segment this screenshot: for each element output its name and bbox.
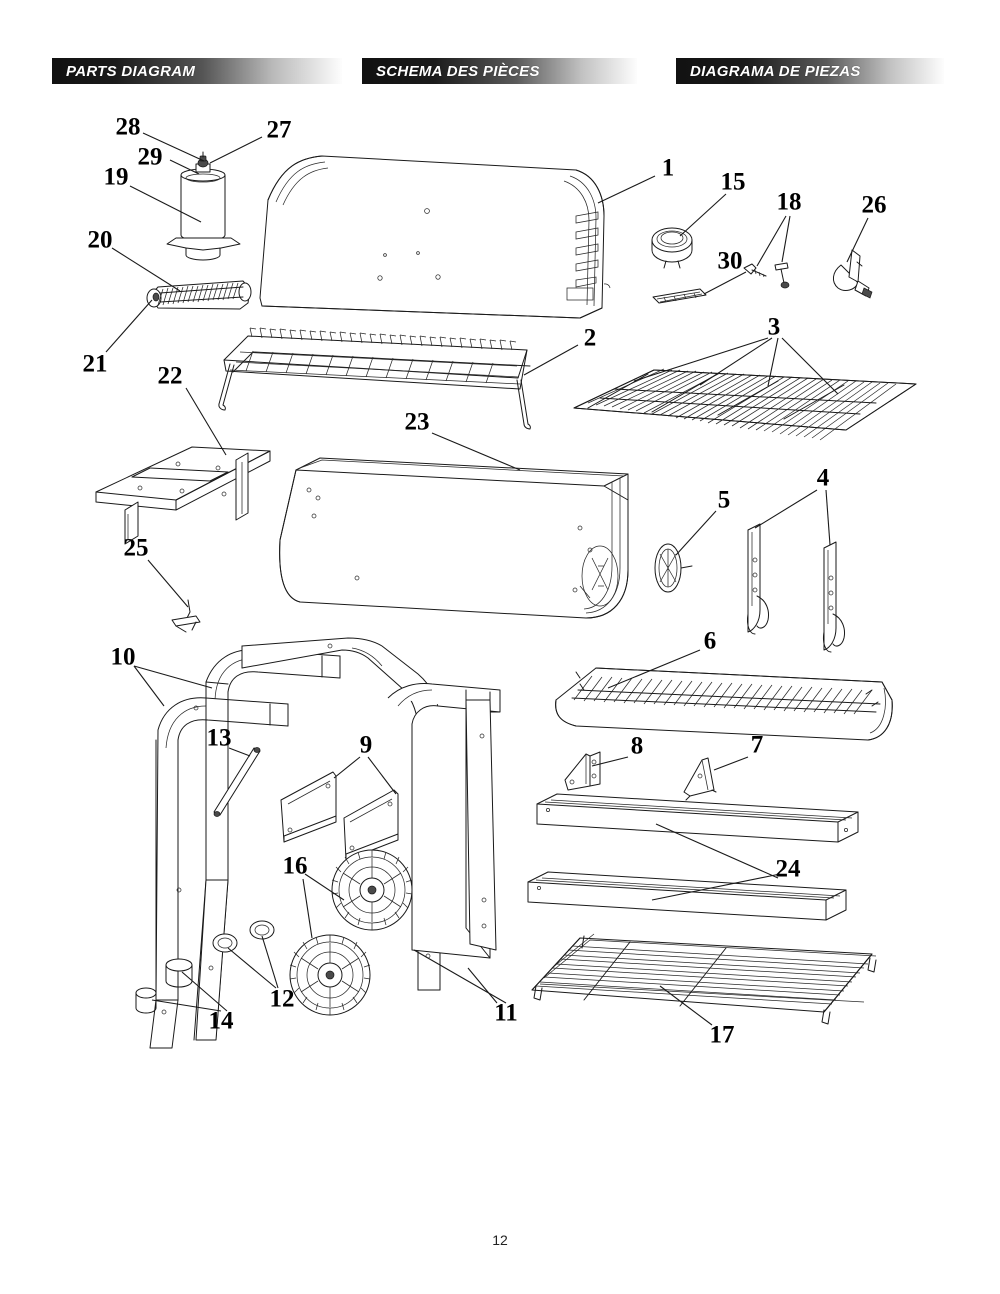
callout-21: 21 xyxy=(82,350,108,378)
leader-lines xyxy=(105,132,869,1026)
part-bottom-shelf xyxy=(531,933,877,1025)
callout-8: 8 xyxy=(630,732,644,760)
part-axle-rod xyxy=(213,747,261,817)
part-leg-frame-right xyxy=(241,637,501,991)
part-firebox-body xyxy=(279,457,629,619)
part-damper-wheel xyxy=(654,543,693,593)
part-mounting-plates xyxy=(280,771,399,861)
callout-27: 27 xyxy=(266,116,292,144)
callout-17: 17 xyxy=(709,1021,735,1049)
page-number: 12 xyxy=(492,1232,508,1248)
callout-7: 7 xyxy=(750,731,764,759)
callout-25: 25 xyxy=(123,534,149,562)
header-bar-schema-des-pieces: SCHEMA DES PIÈCES xyxy=(362,58,637,84)
callout-20: 20 xyxy=(87,226,113,254)
callout-22: 22 xyxy=(157,362,183,390)
callout-2: 2 xyxy=(583,324,597,352)
callout-23: 23 xyxy=(404,408,430,436)
part-lid-handle xyxy=(146,280,252,310)
callout-4: 4 xyxy=(816,464,830,492)
part-cooking-grates xyxy=(573,368,917,441)
part-screws xyxy=(743,262,790,289)
part-warming-rack xyxy=(218,327,531,430)
callout-30: 30 xyxy=(717,247,743,275)
header-bar-diagrama-de-piezas: DIAGRAMA DE PIEZAS xyxy=(676,58,944,84)
callout-19: 19 xyxy=(103,163,129,191)
header-label-french: SCHEMA DES PIÈCES xyxy=(376,62,540,80)
part-charcoal-pan xyxy=(555,667,893,741)
callout-15: 15 xyxy=(720,168,746,196)
header-bar-parts-diagram: PARTS DIAGRAM xyxy=(52,58,342,84)
callout-12: 12 xyxy=(269,985,295,1013)
callout-29: 29 xyxy=(137,143,163,171)
part-wheel-lower xyxy=(289,934,371,1016)
part-lid-latch xyxy=(833,249,873,299)
callout-13: 13 xyxy=(206,724,232,752)
header-label-english: PARTS DIAGRAM xyxy=(66,62,196,80)
part-leg-end-caps xyxy=(135,958,193,1014)
callout-9: 9 xyxy=(359,731,373,759)
callout-3: 3 xyxy=(767,313,781,341)
callout-26: 26 xyxy=(861,191,887,219)
callout-10: 10 xyxy=(110,643,136,671)
part-leg-frame-left xyxy=(149,649,341,1049)
callout-1: 1 xyxy=(661,154,675,182)
callout-28: 28 xyxy=(115,113,141,141)
part-side-shelf xyxy=(95,446,271,545)
callout-24: 24 xyxy=(775,855,801,883)
part-axle-caps xyxy=(212,920,275,953)
callout-14: 14 xyxy=(208,1007,234,1035)
callout-18: 18 xyxy=(776,188,802,216)
callout-5: 5 xyxy=(717,486,731,514)
callout-11: 11 xyxy=(494,999,518,1027)
part-bracket-left xyxy=(564,751,601,791)
header-label-spanish: DIAGRAMA DE PIEZAS xyxy=(690,62,861,80)
part-vent-slide xyxy=(652,288,707,304)
part-bracket-right xyxy=(683,757,717,801)
part-grate-brackets xyxy=(747,523,845,653)
part-lid-assembly xyxy=(259,155,611,319)
part-cross-bar-upper xyxy=(536,793,859,843)
callout-6: 6 xyxy=(703,627,717,655)
part-temperature-gauge xyxy=(651,227,693,269)
callout-16: 16 xyxy=(282,852,308,880)
part-wheel-upper xyxy=(331,849,413,931)
part-cotter-pin xyxy=(171,599,201,633)
part-chimney-stack xyxy=(166,151,241,261)
